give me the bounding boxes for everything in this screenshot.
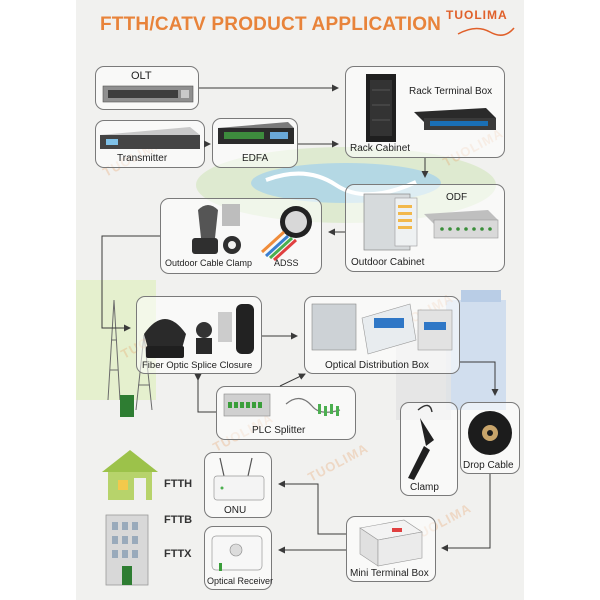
office-building-icon xyxy=(105,514,149,586)
odf-label: ODF xyxy=(446,192,468,203)
onu-label: ONU xyxy=(224,505,247,516)
edfa-device-icon xyxy=(218,122,294,144)
rack-terminal-box-icon xyxy=(414,108,496,130)
adss-label: ADSS xyxy=(274,258,299,268)
optical-distribution-box-label: Optical Distribution Box xyxy=(325,360,429,371)
splice-closure-icon xyxy=(144,304,254,358)
page-title: FTTH/CATV PRODUCT APPLICATION xyxy=(100,14,442,35)
cable-clamp-icon xyxy=(192,204,241,254)
olt-label: OLT xyxy=(131,70,152,82)
drop-cable-icon xyxy=(468,411,512,455)
clamp-icon xyxy=(408,404,434,480)
mini-terminal-box-label: Mini Terminal Box xyxy=(350,568,429,579)
ftth-label: FTTH xyxy=(164,478,193,490)
onu-icon xyxy=(213,457,265,501)
drop-cable-label: Drop Cable xyxy=(463,460,514,471)
transmitter-label: Transmitter xyxy=(117,153,168,164)
brand-logo: TUOLIMA xyxy=(446,8,508,22)
rack-cabinet-label: Rack Cabinet xyxy=(350,143,411,154)
optical-distribution-box-icon xyxy=(311,303,453,355)
brand-swoosh-icon xyxy=(457,27,515,36)
outdoor-cable-clamp-label: Outdoor Cable Clamp xyxy=(165,258,253,268)
rack-cabinet-icon xyxy=(366,74,396,142)
rack-terminal-box-label: Rack Terminal Box xyxy=(409,86,493,97)
mini-terminal-box-icon xyxy=(359,519,423,567)
plc-splitter-label: PLC Splitter xyxy=(252,425,306,436)
clamp-label: Clamp xyxy=(410,482,439,493)
outdoor-cabinet-label: Outdoor Cabinet xyxy=(351,257,425,268)
plc-splitter-icon xyxy=(223,393,341,417)
optical-receiver-icon xyxy=(211,535,263,571)
house-icon xyxy=(102,450,158,500)
transmitter-device-icon xyxy=(100,127,200,149)
fttx-label: FTTX xyxy=(164,548,192,560)
fttb-label: FTTB xyxy=(164,514,193,526)
adss-cable-icon xyxy=(260,206,312,262)
outdoor-cabinet-icon xyxy=(363,193,418,251)
splice-closure-label: Fiber Optic Splice Closure xyxy=(142,360,253,371)
edfa-label: EDFA xyxy=(242,153,269,164)
clamp-box xyxy=(400,402,458,496)
olt-device-icon xyxy=(102,85,194,103)
odf-icon xyxy=(424,210,499,239)
optical-receiver-label: Optical Receiver xyxy=(207,576,274,586)
